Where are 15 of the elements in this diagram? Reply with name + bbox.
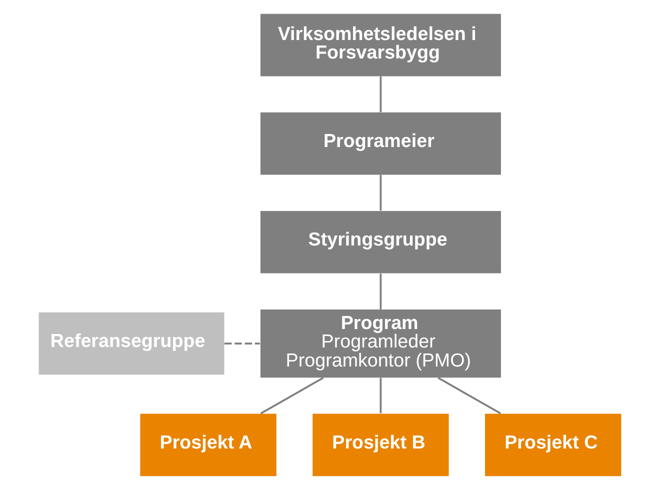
connector	[379, 378, 382, 414]
node-box: Prosjekt A	[140, 414, 276, 476]
node-box: Program Programleder Programkontor (PMO)	[260, 309, 500, 378]
node-box: Programeier	[260, 112, 500, 175]
node-box: Prosjekt C	[484, 414, 621, 476]
connector	[260, 376, 324, 414]
connector	[224, 342, 260, 344]
node-box: Referansegruppe	[38, 312, 224, 375]
connector	[379, 274, 382, 310]
node-box: Styringsgruppe	[260, 210, 500, 274]
connector	[379, 76, 382, 112]
node-box: Prosjekt B	[312, 414, 448, 476]
connector	[379, 174, 382, 211]
connector	[437, 376, 501, 414]
node-box: Virksomhetsledelsen i Forsvarsbygg	[260, 14, 500, 76]
